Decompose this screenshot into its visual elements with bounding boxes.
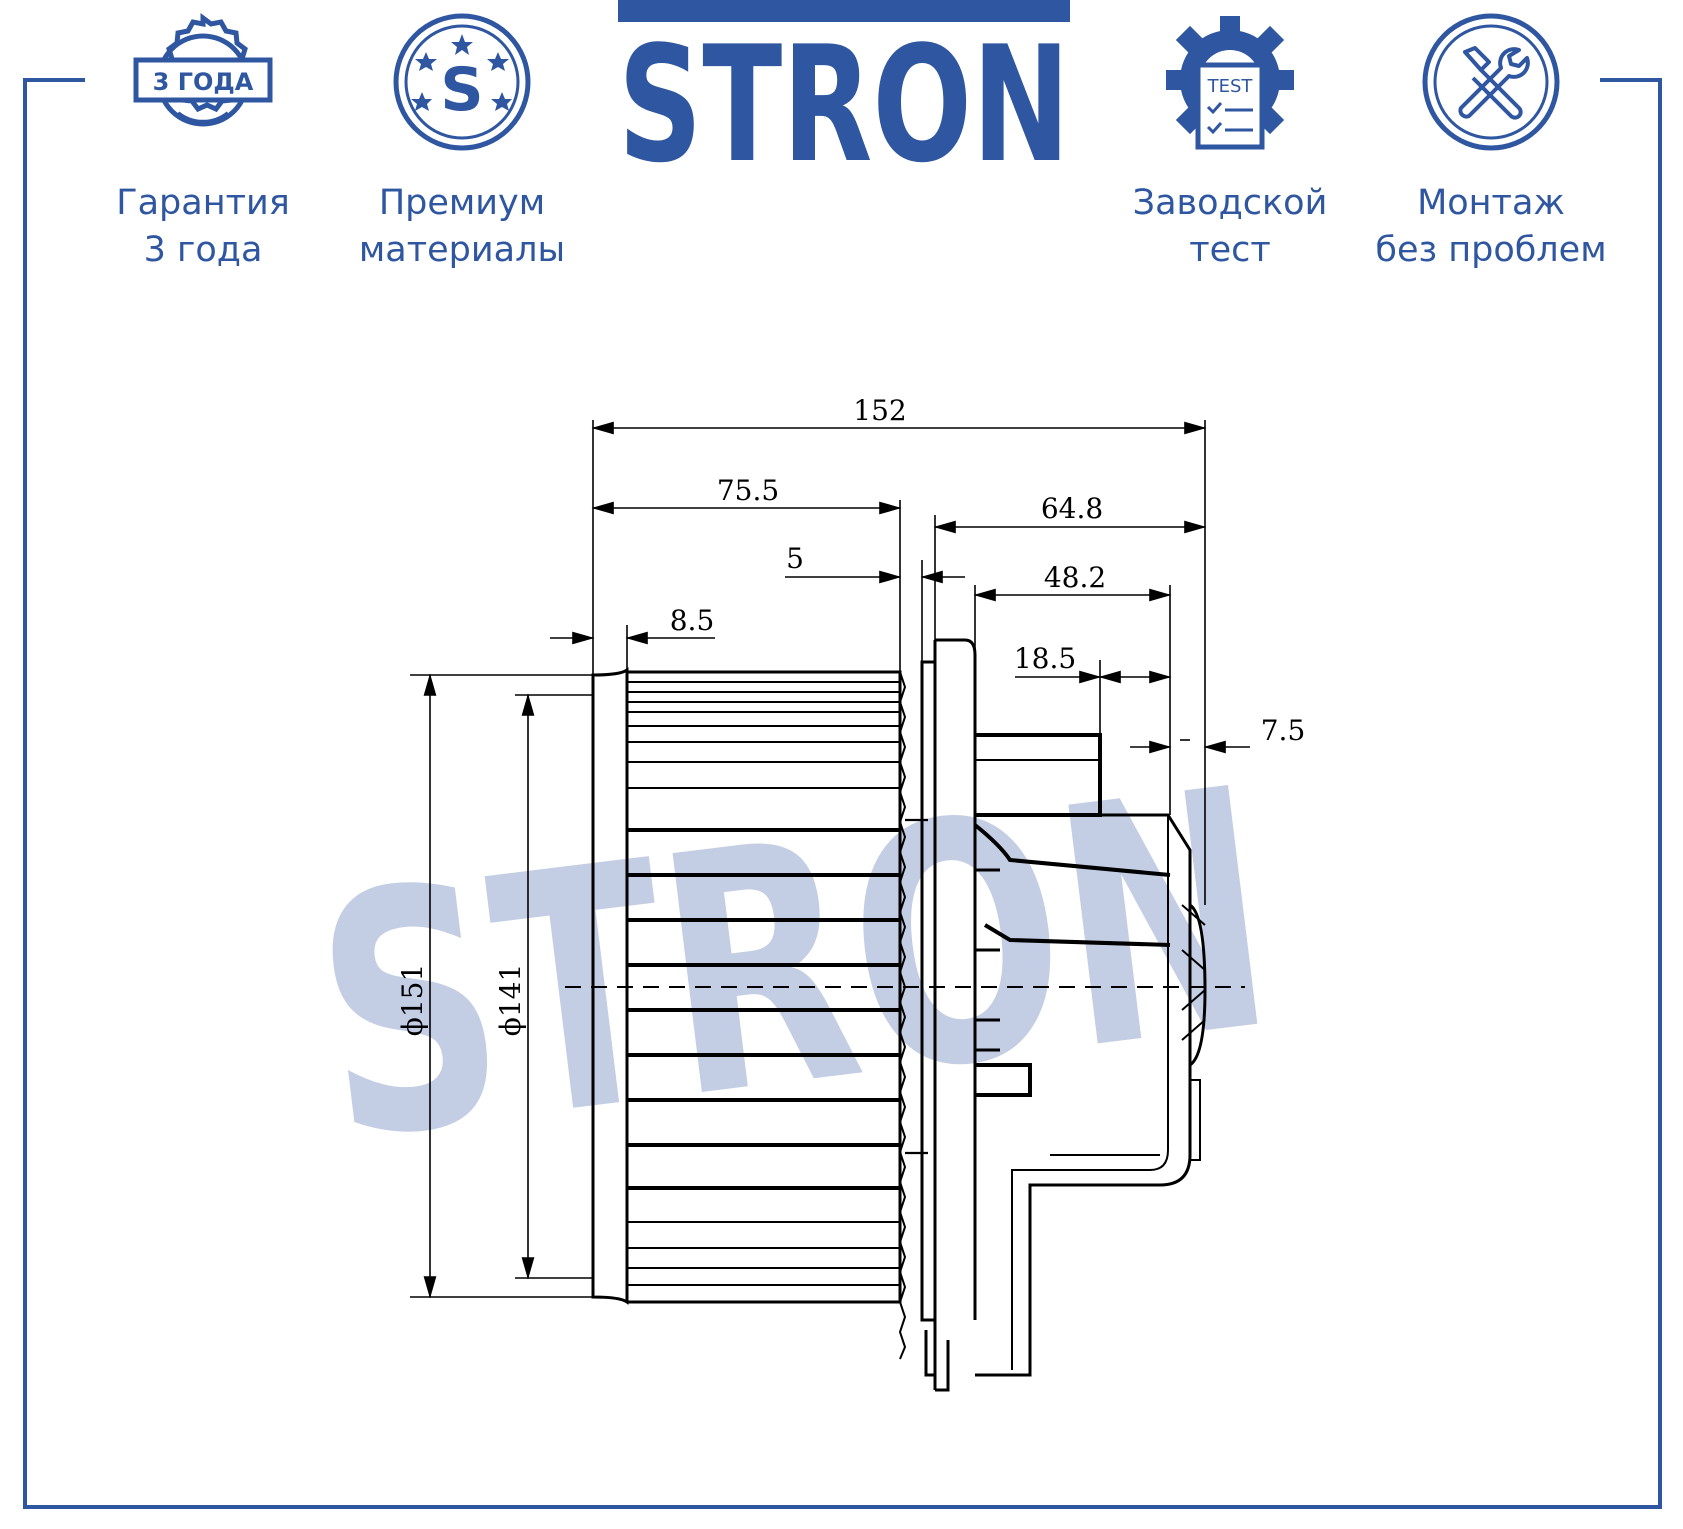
dim-rim: 8.5 xyxy=(670,604,715,637)
test-badge-text: TEST xyxy=(1207,76,1254,97)
feature-warranty-line1: Гарантия xyxy=(116,183,290,223)
premium-badge-text: S xyxy=(440,55,483,125)
feature-premium: Премиум материалы xyxy=(352,180,572,274)
dim-shaft: 7.5 xyxy=(1261,714,1306,747)
dim-inner-diameter: ϕ141 xyxy=(494,964,527,1037)
dim-connector: 18.5 xyxy=(1014,642,1076,675)
fan-outline xyxy=(591,638,1207,1392)
dim-motor-length: 64.8 xyxy=(1041,492,1103,525)
dim-outer-diameter: ϕ151 xyxy=(396,964,429,1037)
feature-installation: Монтаж без проблем xyxy=(1361,180,1621,274)
feature-warranty: Гарантия 3 года xyxy=(103,180,303,274)
factory-test-gear-icon: TEST xyxy=(1166,16,1294,150)
feature-installation-line2: без проблем xyxy=(1375,230,1607,270)
warranty-seal-icon: 3 ГОДА xyxy=(133,13,273,127)
feature-premium-line1: Премиум xyxy=(378,183,546,223)
feature-premium-line2: материалы xyxy=(358,230,566,270)
feature-factory-test-line2: тест xyxy=(1189,230,1271,270)
stron-logo: STRON xyxy=(618,0,1070,165)
feature-factory-test-line1: Заводской xyxy=(1132,183,1328,223)
feature-installation-line1: Монтаж xyxy=(1417,183,1565,223)
dim-motor-body: 48.2 xyxy=(1044,561,1106,594)
tools-wrench-screwdriver-icon xyxy=(1422,13,1560,151)
dim-overall-length: 152 xyxy=(853,394,906,427)
feature-warranty-line2: 3 года xyxy=(143,230,263,270)
logo-text: STRON xyxy=(618,11,1070,165)
premium-s-badge-icon: S xyxy=(393,13,531,151)
warranty-badge-text: 3 ГОДА xyxy=(153,68,254,96)
dim-impeller-length: 75.5 xyxy=(717,474,779,507)
feature-factory-test: Заводской тест xyxy=(1120,180,1340,274)
dim-gap: 5 xyxy=(786,542,804,575)
